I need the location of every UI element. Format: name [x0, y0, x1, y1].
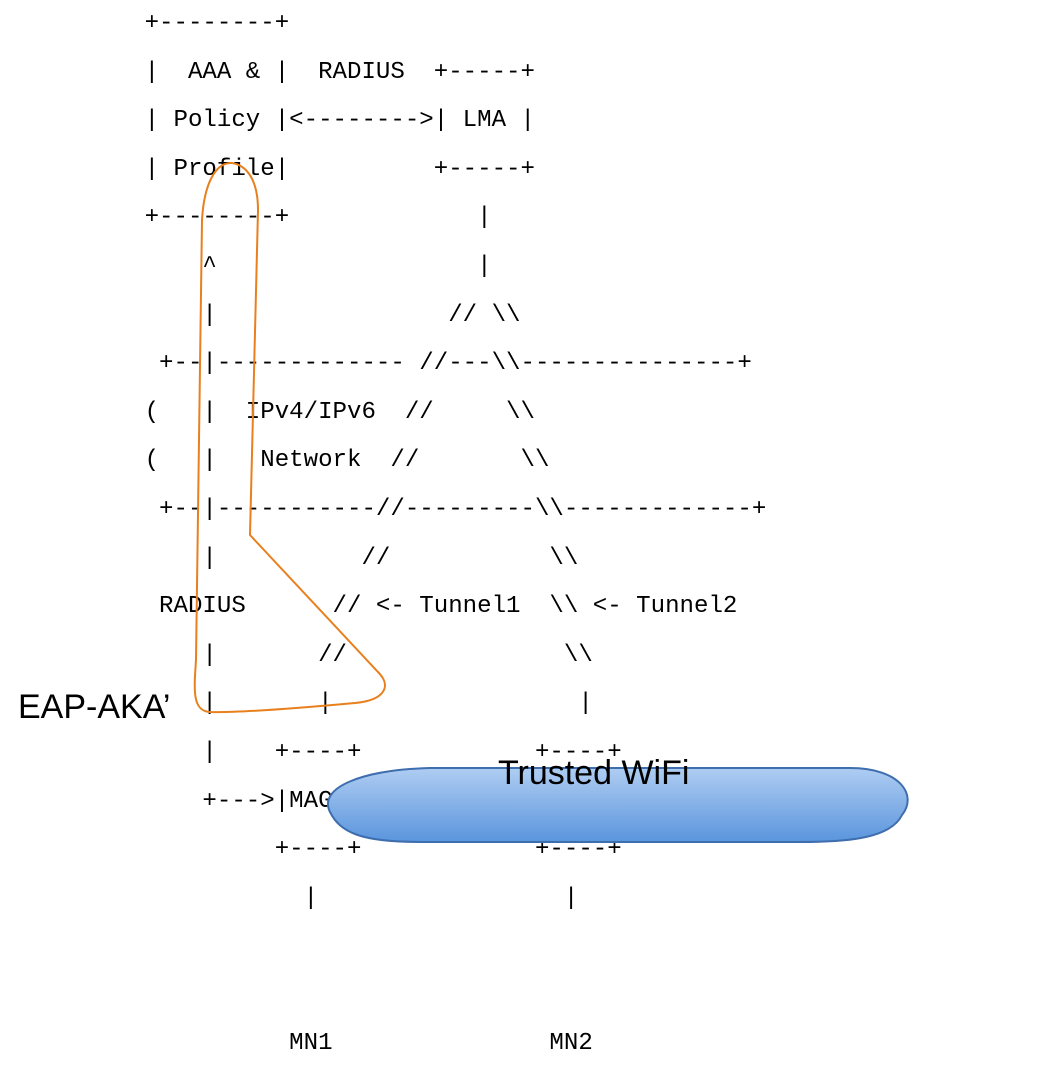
- ascii-line: MN1 MN2: [0, 1030, 593, 1058]
- eap-aka-label: EAP-AKA’: [18, 688, 171, 726]
- overlay-graphics: [193, 161, 909, 843]
- ascii-line: ( | IPv4/IPv6 // \\: [0, 398, 535, 426]
- ascii-line: | |: [0, 884, 579, 912]
- ascii-line: [0, 972, 766, 1021]
- ascii-line: | AAA & | RADIUS +-----+: [0, 58, 535, 86]
- ascii-line: +----+ +----+: [0, 836, 622, 864]
- ascii-line: ^ |: [0, 252, 492, 280]
- ascii-line: | // \\: [0, 301, 521, 329]
- ascii-line: +--------+ |: [0, 204, 492, 232]
- ascii-line: | +----+ +----+: [0, 738, 622, 766]
- ascii-line: +--|-----------//---------\\------------…: [0, 495, 767, 523]
- ascii-line: RADIUS // <- Tunnel1 \\ <- Tunnel2: [0, 593, 738, 621]
- ascii-line: +--------+: [0, 10, 290, 37]
- trusted-wifi-label: Trusted WiFi: [498, 754, 690, 792]
- ascii-line: | // \\: [0, 544, 579, 572]
- ascii-line: | Policy |<-------->| LMA |: [0, 107, 535, 135]
- wifi-ellipse: [327, 767, 909, 843]
- ascii-line: ( | Network // \\: [0, 447, 550, 475]
- ascii-line: | | |: [0, 690, 593, 718]
- ascii-line: | Profile| +-----+: [0, 155, 535, 183]
- ascii-line: | // \\: [0, 641, 593, 669]
- eap-path-outline: [193, 161, 386, 714]
- ascii-line: [0, 923, 766, 972]
